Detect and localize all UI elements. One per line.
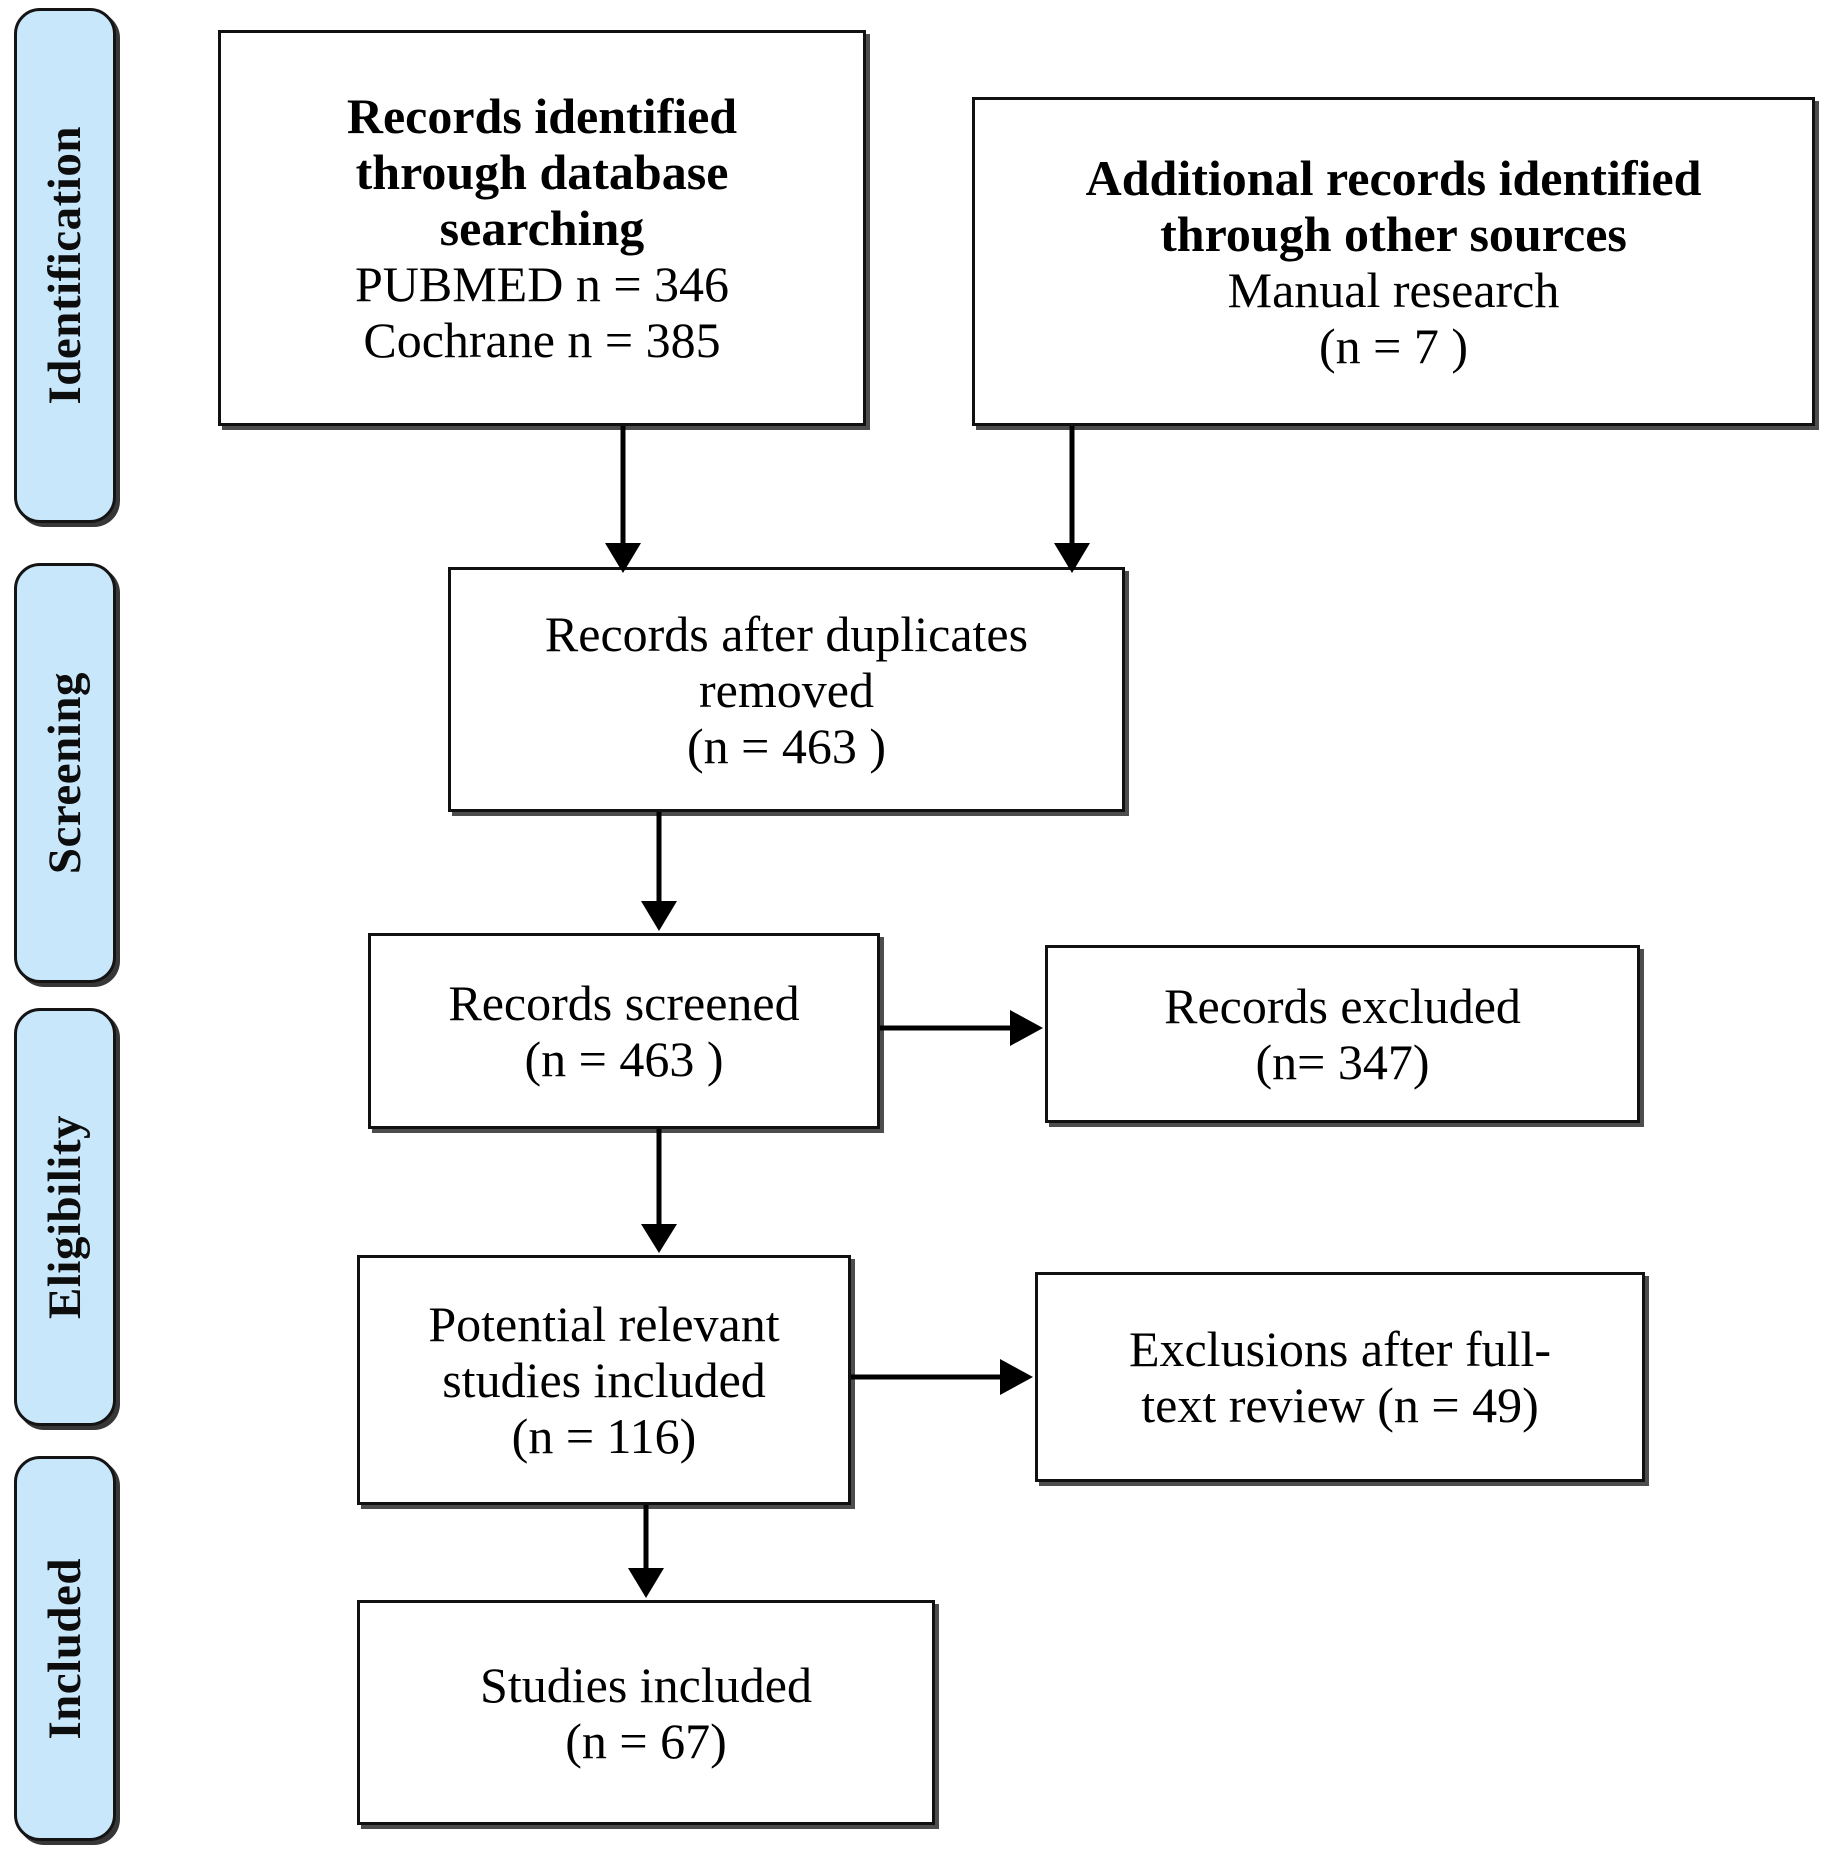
box-studies-included: Studies included (n = 67) xyxy=(357,1600,935,1825)
box-records-screened: Records screened (n = 463 ) xyxy=(368,933,880,1129)
box-line: text review (n = 49) xyxy=(1141,1377,1539,1433)
arrow-other-sources-to-duplicates xyxy=(1054,426,1090,573)
box-line: Exclusions after full- xyxy=(1128,1321,1552,1377)
box-records-after-duplicates-removed: Records after duplicates removed (n = 46… xyxy=(448,567,1125,812)
stage-pill-eligibility: Eligibility xyxy=(14,1008,116,1426)
box-line: Records after duplicates xyxy=(544,605,1029,662)
box-line: searching xyxy=(439,200,645,256)
box-line: Studies included xyxy=(480,1656,812,1713)
stage-pill-included: Included xyxy=(14,1456,116,1841)
box-line: (n = 463 ) xyxy=(687,717,886,774)
box-line: through database xyxy=(355,144,729,200)
arrow-database-to-duplicates xyxy=(605,426,641,573)
box-line: (n= 347) xyxy=(1255,1034,1430,1090)
box-line: (n = 463 ) xyxy=(524,1031,724,1087)
arrow-screened-to-excluded xyxy=(880,1010,1043,1046)
box-line: (n = 7 ) xyxy=(1319,317,1468,374)
box-line: Records excluded xyxy=(1164,978,1521,1034)
box-records-excluded: Records excluded (n= 347) xyxy=(1045,945,1640,1123)
box-line: Records identified xyxy=(346,88,738,144)
box-records-identified-database: Records identified through database sear… xyxy=(218,30,866,426)
box-line: (n = 67) xyxy=(565,1712,727,1769)
arrow-potential-to-fulltext-exclusions xyxy=(851,1359,1033,1395)
stage-pill-identification: Identification xyxy=(14,8,116,523)
box-line: Additional records identified xyxy=(1085,149,1702,206)
arrow-potential-to-studies-included xyxy=(628,1505,664,1598)
box-line: removed xyxy=(699,661,874,718)
box-line: studies included xyxy=(442,1352,766,1408)
box-line: Cochrane n = 385 xyxy=(363,312,721,368)
box-line: Manual research xyxy=(1227,261,1560,318)
box-line: PUBMED n = 346 xyxy=(354,256,730,312)
box-line: Records screened xyxy=(448,975,800,1031)
arrow-screened-to-potential xyxy=(641,1129,677,1253)
box-potential-relevant-studies: Potential relevant studies included (n =… xyxy=(357,1255,851,1505)
box-line: (n = 116) xyxy=(511,1408,697,1464)
box-additional-records-other-sources: Additional records identified through ot… xyxy=(972,97,1815,426)
box-line: through other sources xyxy=(1160,205,1627,262)
stage-pill-screening: Screening xyxy=(14,563,116,983)
box-exclusions-after-full-text-review: Exclusions after full- text review (n = … xyxy=(1035,1272,1645,1482)
box-line: Potential relevant xyxy=(428,1296,780,1352)
arrow-duplicates-to-screened xyxy=(641,812,677,931)
